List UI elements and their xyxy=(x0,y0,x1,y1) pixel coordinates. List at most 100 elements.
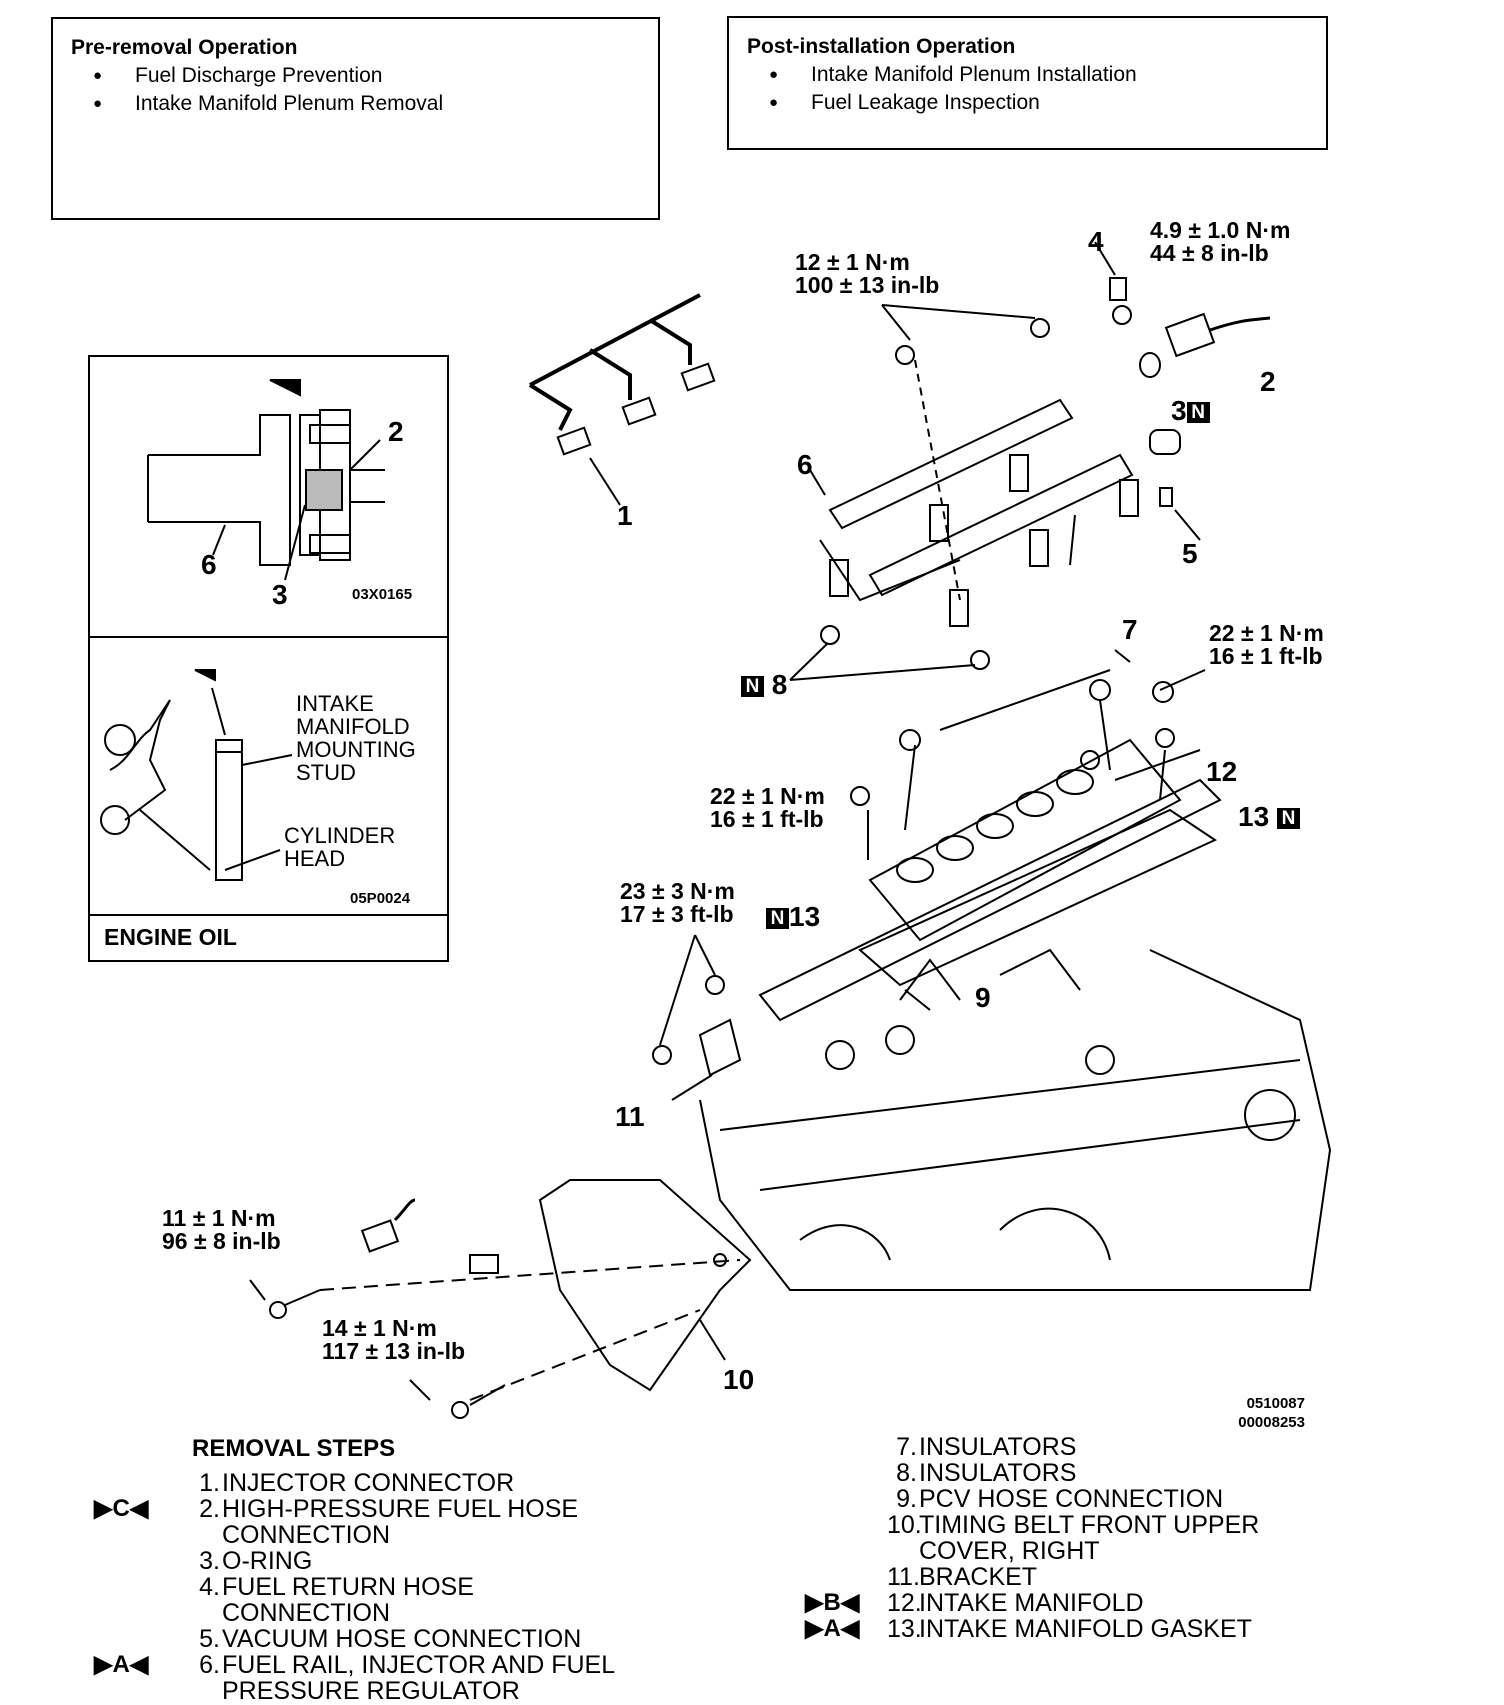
torque-value: 22 ± 1 N·m xyxy=(1209,620,1324,646)
timing-belt-cover-drawing xyxy=(538,1179,752,1392)
removal-step-text: HIGH-PRESSURE FUEL HOSE xyxy=(222,1495,579,1523)
inset-flange-drawing xyxy=(147,379,385,581)
callout-10: 10 xyxy=(723,1364,755,1395)
intake-manifold-drawing xyxy=(758,649,1222,1022)
removal-step-text: INSULATORS xyxy=(919,1433,1077,1461)
inset-box xyxy=(88,355,449,962)
inset-upper-code: 03X0165 xyxy=(352,586,413,603)
torque-label: 11 ± 1 N·m 96 ± 8 in-lb xyxy=(162,1207,281,1253)
injectors xyxy=(829,454,1139,627)
removal-step-text: FUEL RETURN HOSE xyxy=(222,1573,474,1601)
removal-step-text: INTAKE MANIFOLD xyxy=(919,1589,1144,1617)
n-badge: N xyxy=(741,676,764,698)
stud-label-line: STUD xyxy=(296,760,356,785)
callout-8-number: 8 xyxy=(771,669,788,700)
callout-3-number: 3 xyxy=(1171,395,1187,426)
post-installation-box: Post-installation Operation Intake Manif… xyxy=(727,16,1328,150)
fuel-rail-drawing xyxy=(789,241,1271,681)
removal-step-text: TIMING BELT FRONT UPPER xyxy=(919,1511,1260,1539)
post-installation-item: Fuel Leakage Inspection xyxy=(747,89,1308,117)
torque-value: 117 ± 13 in-lb xyxy=(322,1338,466,1364)
torque-value: 23 ± 3 N·m xyxy=(620,878,735,904)
head-label-line: CYLINDER xyxy=(284,823,396,848)
removal-step-row: COVER, RIGHT xyxy=(887,1538,1407,1564)
removal-step-text: INJECTOR CONNECTOR xyxy=(222,1469,515,1497)
callout-5: 5 xyxy=(1182,538,1198,569)
torque-label: 22 ± 1 N·m 16 ± 1 ft-lb xyxy=(710,785,825,831)
service-point-letter: B xyxy=(823,1589,841,1616)
removal-step-text: O-RING xyxy=(222,1547,313,1575)
torque-value: 100 ± 13 in-lb xyxy=(795,272,940,298)
removal-step-row: 10.TIMING BELT FRONT UPPER xyxy=(887,1512,1407,1538)
stud-label-line: MOUNTING xyxy=(296,737,416,762)
removal-step-row: 8.INSULATORS xyxy=(887,1460,1407,1486)
removal-step-row: 9.PCV HOSE CONNECTION xyxy=(887,1486,1407,1512)
removal-step-row: 11.BRACKET xyxy=(887,1564,1407,1590)
torque-value: 44 ± 8 in-lb xyxy=(1150,240,1269,266)
stud-label: INTAKE MANIFOLD MOUNTING STUD xyxy=(296,692,416,784)
torque-value: 4.9 ± 1.0 N·m xyxy=(1150,217,1291,243)
torque-value: 11 ± 1 N·m xyxy=(162,1205,276,1231)
removal-step-number: 1. xyxy=(199,1469,220,1497)
pre-removal-item: Intake Manifold Plenum Removal xyxy=(71,90,640,118)
removal-step-row: 1.INJECTOR CONNECTOR xyxy=(190,1470,710,1496)
removal-step-row: CONNECTION xyxy=(190,1600,710,1626)
injector-harness-drawing xyxy=(528,293,716,506)
torque-label: 14 ± 1 N·m 117 ± 13 in-lb xyxy=(322,1317,465,1363)
removal-step-number: 5. xyxy=(199,1625,220,1653)
removal-steps-title: REMOVAL STEPS xyxy=(192,1435,396,1462)
callout-13-number: 13 xyxy=(1238,801,1270,832)
n-badge: N xyxy=(1276,808,1300,830)
head-label: CYLINDER HEAD xyxy=(284,824,395,870)
stud-label-line: MANIFOLD xyxy=(296,714,410,739)
callout-7: 7 xyxy=(1122,614,1138,645)
removal-step-row: 3.O-RING xyxy=(190,1548,710,1574)
callout-2: 2 xyxy=(1260,366,1276,397)
removal-step-number: 3. xyxy=(199,1547,220,1575)
removal-step-number: 13. xyxy=(887,1615,922,1643)
removal-step-number: 11. xyxy=(887,1563,920,1591)
removal-step-text: FUEL RAIL, INJECTOR AND FUEL xyxy=(222,1651,616,1679)
engine-oil-label: ENGINE OIL xyxy=(104,924,237,950)
removal-step-number: 4. xyxy=(199,1573,220,1601)
removal-step-text: PRESSURE REGULATOR xyxy=(222,1677,520,1705)
removal-step-row: 6.FUEL RAIL, INJECTOR AND FUEL▶A◀ xyxy=(94,1651,710,1679)
inset-label-3: 3 xyxy=(272,579,288,610)
service-point-letter: A xyxy=(112,1651,130,1678)
callout-12: 12 xyxy=(1206,756,1238,787)
torque-label: 22 ± 1 N·m 16 ± 1 ft-lb xyxy=(1209,622,1324,668)
removal-step-row: 4.FUEL RETURN HOSE xyxy=(190,1574,710,1600)
figure-code-line: 00008253 xyxy=(1238,1414,1305,1431)
torque-label: 23 ± 3 N·m 17 ± 3 ft-lb xyxy=(620,880,735,926)
pre-removal-item: Fuel Discharge Prevention xyxy=(71,62,640,90)
removal-step-text: COVER, RIGHT xyxy=(919,1537,1100,1565)
bracket-drawing xyxy=(652,934,742,1101)
removal-step-number: 6. xyxy=(199,1651,220,1679)
removal-step-number: 9. xyxy=(896,1485,917,1513)
stud-label-line: INTAKE xyxy=(296,691,374,716)
removal-step-row: 5.VACUUM HOSE CONNECTION xyxy=(190,1626,710,1652)
removal-step-number: 7. xyxy=(896,1433,917,1461)
removal-step-row: 7.INSULATORS xyxy=(887,1434,1407,1460)
torque-value: 17 ± 3 ft-lb xyxy=(620,901,734,927)
service-point-marker: ▶B◀ xyxy=(805,1589,860,1616)
n-badge: N xyxy=(766,908,789,930)
removal-step-text: INTAKE MANIFOLD GASKET xyxy=(919,1615,1252,1643)
torque-value: 16 ± 1 ft-lb xyxy=(710,806,824,832)
figure-code: 0510087 00008253 xyxy=(1230,1394,1305,1432)
removal-step-number: 2. xyxy=(199,1495,220,1523)
inset-divider xyxy=(88,914,449,916)
torque-value: 96 ± 8 in-lb xyxy=(162,1228,281,1254)
head-label-line: HEAD xyxy=(284,846,346,871)
removal-step-row: CONNECTION xyxy=(190,1522,710,1548)
callout-9: 9 xyxy=(975,982,991,1013)
post-installation-item: Intake Manifold Plenum Installation xyxy=(747,61,1308,89)
callout-11: 11 xyxy=(615,1101,645,1132)
callout-13-gasket: 13 N xyxy=(1238,803,1300,831)
removal-step-text: INSULATORS xyxy=(919,1459,1077,1487)
removal-step-number: 10. xyxy=(887,1511,922,1539)
